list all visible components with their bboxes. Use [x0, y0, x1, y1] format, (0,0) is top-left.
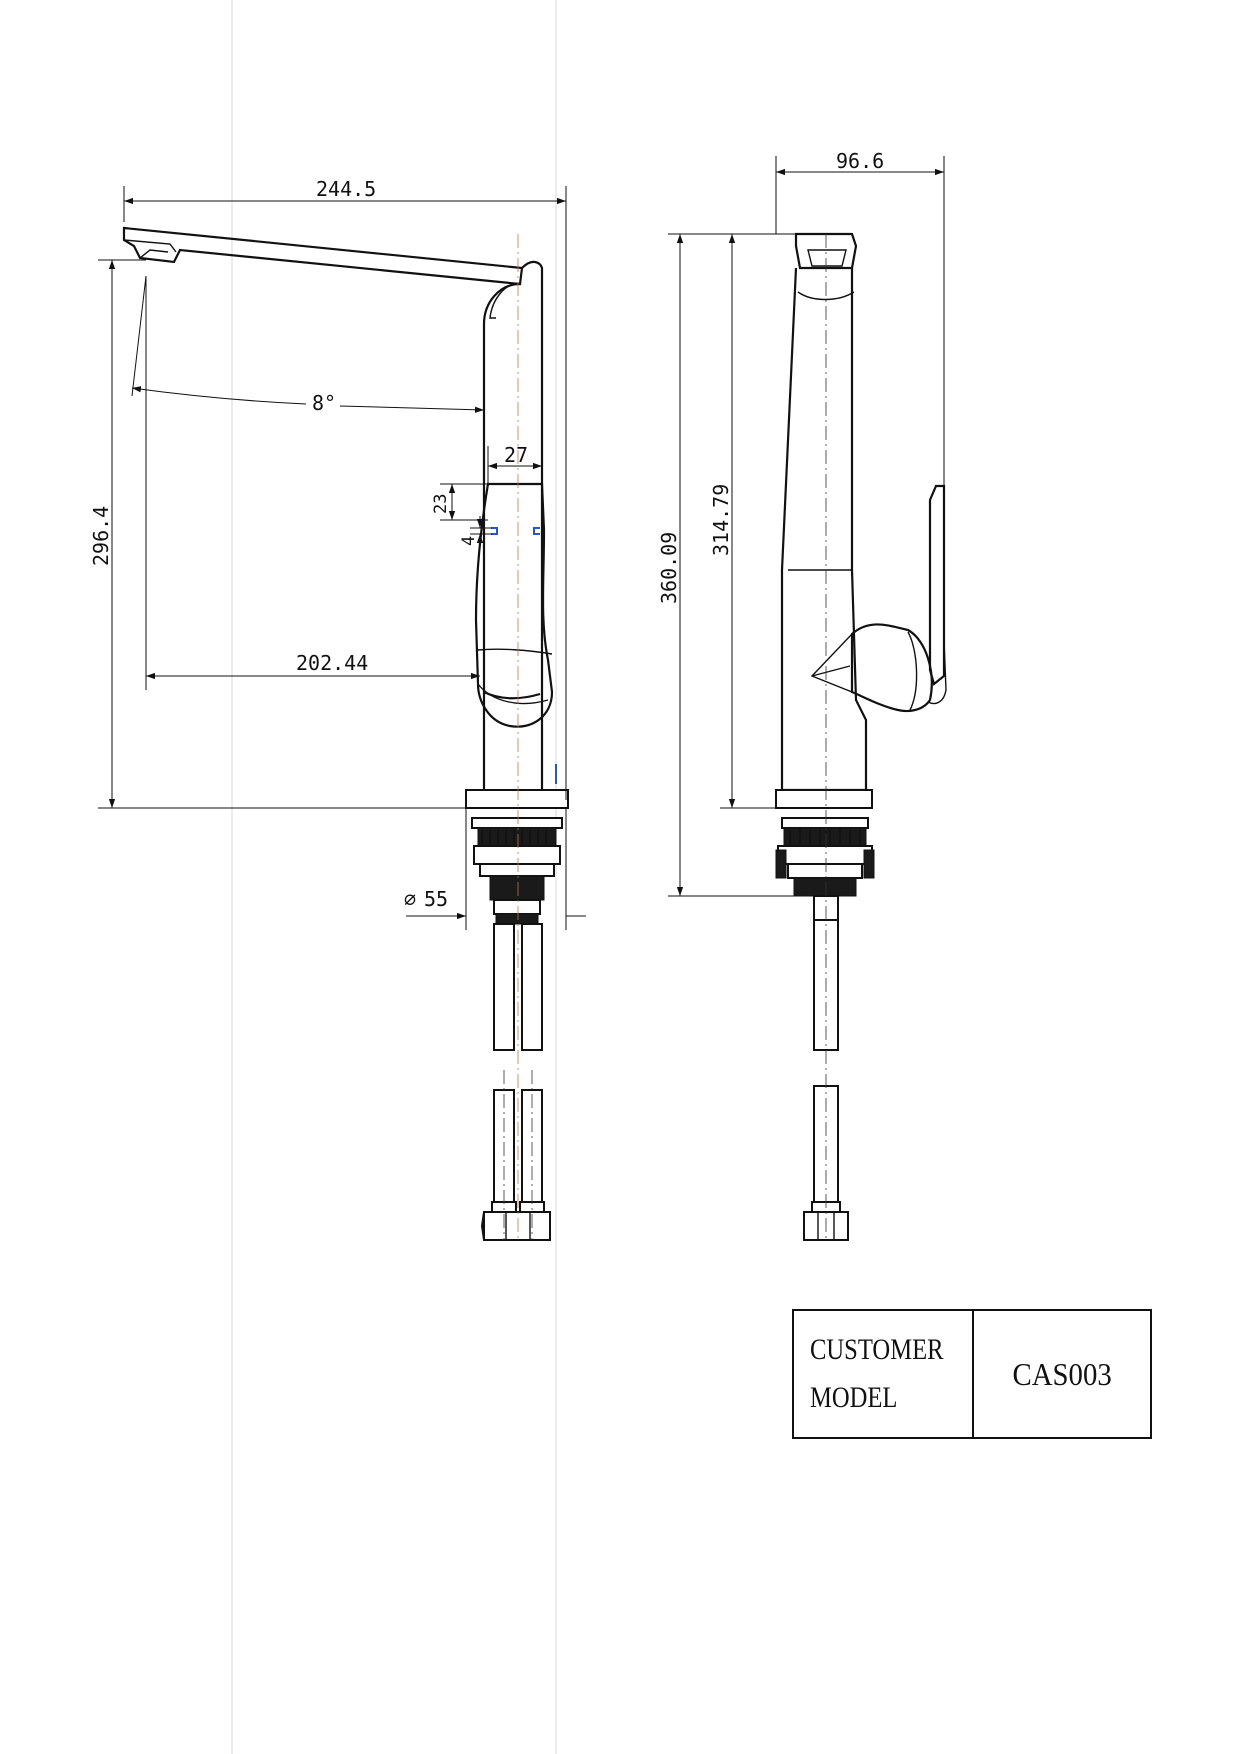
dim-base-diameter: 55 — [424, 887, 448, 911]
front-view — [122, 226, 569, 1241]
dim-overall-width: 244.5 — [316, 177, 376, 201]
dim-side-depth: 96.6 — [836, 149, 884, 173]
side-view — [775, 232, 947, 1241]
dim-diameter-symbol: ∅ — [404, 887, 416, 911]
dim-side-body-height: 314.79 — [709, 484, 733, 556]
dim-handle-offset: 23 — [431, 494, 451, 514]
side-body-outline — [780, 267, 868, 792]
model-value-cell: CAS003 — [974, 1311, 1150, 1437]
dim-side-total-height: 360.09 — [657, 532, 681, 604]
dim-handle-width: 27 — [504, 443, 528, 467]
model-value: CAS003 — [1012, 1355, 1112, 1392]
spout-outline — [122, 226, 524, 286]
side-dimensions: 96.6 360.09 314.79 — [657, 149, 945, 897]
dim-handle-gap: 4 — [459, 536, 479, 546]
scan-artifacts — [231, 0, 557, 1754]
title-block-labels: CUSTOMER MODEL — [794, 1311, 974, 1437]
dim-reach: 202.44 — [296, 651, 368, 675]
front-dimensions: 244.5 296.4 8° 27 23 4 202.44 — [89, 177, 586, 930]
model-label: MODEL — [810, 1381, 898, 1414]
title-block: CUSTOMER MODEL CAS003 — [792, 1309, 1152, 1439]
dim-angle: 8° — [312, 391, 336, 415]
base-plate — [465, 789, 569, 809]
handle-outline — [474, 482, 554, 728]
dim-height: 296.4 — [89, 506, 113, 566]
customer-label: CUSTOMER — [810, 1333, 944, 1366]
side-cartridge — [850, 623, 933, 713]
